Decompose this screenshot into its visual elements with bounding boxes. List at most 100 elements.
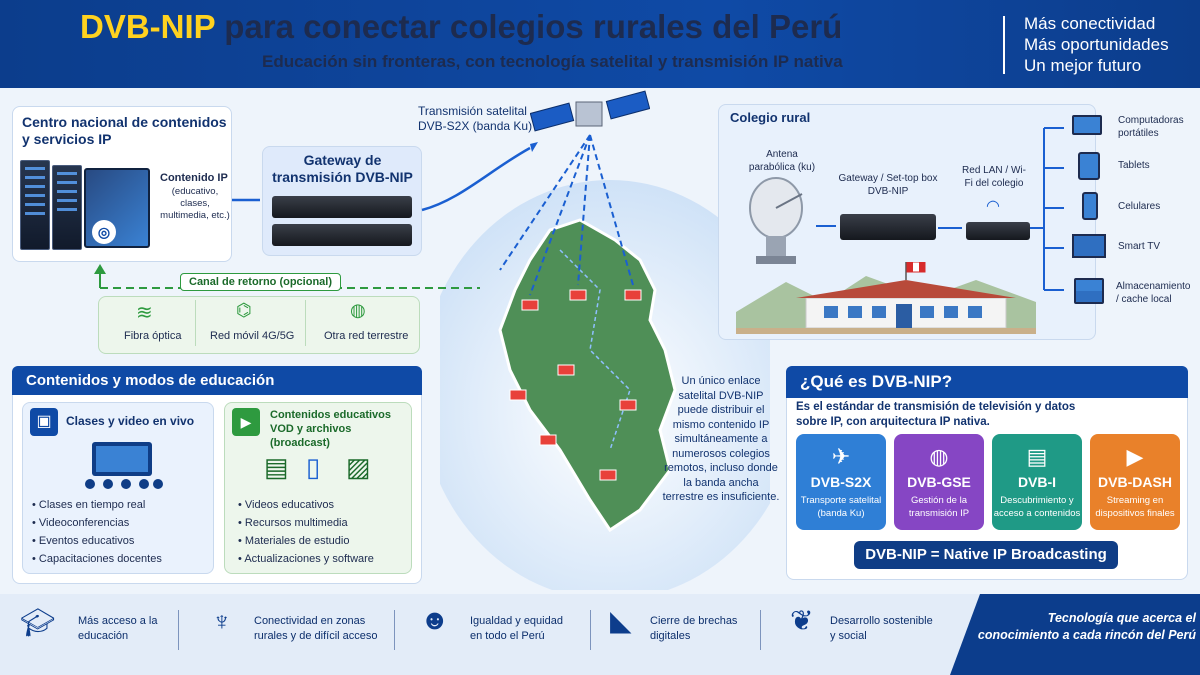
document-icon: ▯ [306, 452, 321, 482]
list-item: Eventos educativos [32, 532, 162, 550]
content-center-title: Centro nacional de contenidos y servicio… [22, 114, 227, 147]
content-ip-label: Contenido IP [160, 172, 228, 184]
dvb-card-name: DVB-DASH [1098, 474, 1172, 490]
antenna-tower-icon: ♆ [212, 606, 232, 636]
lan-arrows [816, 127, 1064, 291]
server-icon: ▤ [1026, 444, 1048, 469]
tablet-icon [1078, 152, 1100, 180]
smart-tv-icon [1072, 234, 1106, 258]
dvb-card-desc: Descubrimiento y acceso a contenidos [993, 495, 1081, 519]
return-channel-title: Canal de retorno (opcional) [180, 273, 342, 291]
footer-item-education: Más acceso a la educación [78, 615, 158, 642]
wifi-icon: ◠ [986, 198, 1000, 215]
play-icon: ▶ [232, 408, 260, 436]
dvb-card-dvb-i: ▤ DVB-I Descubrimiento y acceso a conten… [992, 434, 1082, 530]
what-is-desc: Es el estándar de transmisión de televis… [796, 401, 1076, 428]
map-graphic [440, 134, 770, 590]
live-list: Clases en tiempo real Videoconferencias … [32, 496, 162, 568]
laptop-icon [1072, 115, 1102, 135]
what-is-header: ¿Qué es DVB-NIP? [786, 366, 1188, 398]
content-ip-desc: (educativo, clases, multimedia, etc.) [160, 186, 230, 221]
tagline-2: Más oportunidades [1024, 35, 1169, 54]
header-banner [0, 0, 1200, 88]
footer-item-sustainable: Desarrollo sostenible y social [830, 615, 933, 642]
gateway-device-icon [272, 224, 412, 246]
cell-tower-icon: ⌬ [236, 300, 252, 320]
vod-title: Contenidos educativos VOD y archivos (br… [270, 409, 392, 449]
network-globe-icon: ◍ [350, 300, 366, 320]
satellite-dish-icon [749, 177, 803, 264]
footer-banner-text: Tecnología que acerca el conocimiento a … [977, 611, 1196, 642]
map-note: Un único enlace satelital DVB-NIP puede … [662, 375, 780, 503]
formula-banner: DVB-NIP = Native IP Broadcasting [854, 541, 1118, 569]
classroom-icon [85, 442, 163, 489]
live-title: Clases y video en vivo [66, 414, 195, 428]
router-icon [966, 222, 1030, 240]
list-item: Videoconferencias [32, 514, 162, 532]
antenna-label: Antena parabólica (ku) [748, 149, 816, 173]
return-option-terrestrial: Otra red terrestre [324, 330, 409, 342]
dvb-card-name: DVB-GSE [907, 474, 971, 490]
list-item: Clases en tiempo real [32, 496, 162, 514]
globe-icon: ◍ [929, 444, 949, 469]
footer-item-connectivity: Conectividad en zonas rurales y de difíc… [254, 615, 378, 642]
people-icon: ☻ [420, 604, 450, 635]
peru-map-icon: ◣ [610, 605, 632, 636]
device-laptops: Computadoras portátiles [1118, 115, 1184, 139]
education-header: Contenidos y modos de educación [12, 366, 422, 395]
list-item: Capacitaciones docentes [32, 550, 162, 568]
header-divider [1003, 16, 1005, 74]
fiber-icon: ≋ [136, 302, 153, 324]
device-tablets: Tablets [1118, 160, 1150, 171]
globe-icon: ◎ [92, 220, 116, 244]
graduation-cap-icon: 🎓︎ [20, 607, 56, 638]
tagline-1: Más conectividad [1024, 14, 1156, 33]
vod-list: Videos educativos Recursos multimedia Ma… [238, 496, 374, 568]
play-icon: ▶ [1126, 444, 1144, 469]
list-item: Actualizaciones y software [238, 550, 374, 568]
page-subtitle: Educación sin fronteras, con tecnología … [262, 52, 843, 71]
server-rack-icon [52, 165, 82, 250]
dvb-card-dvb-dash: ▶ DVB-DASH Streaming en dispositivos fin… [1090, 434, 1180, 530]
gateway-title: Gateway de transmisión DVB-NIP [272, 152, 413, 185]
footer-item-equality: Igualdad y equidad en todo el Perú [470, 615, 563, 642]
phone-icon [1082, 192, 1098, 220]
gateway-device-icon [272, 196, 412, 218]
return-options-panel [98, 296, 420, 354]
image-icon: ▨ [346, 452, 371, 482]
school-building-image [736, 262, 1036, 334]
leaf-icon: ❦ [790, 605, 814, 636]
dvb-card-dvb-gse: ◍ DVB-GSE Gestión de la transmisión IP [894, 434, 984, 530]
server-rack-icon [20, 160, 50, 250]
return-option-mobile: Red móvil 4G/5G [210, 330, 295, 342]
device-smart-tv: Smart TV [1118, 241, 1161, 252]
satellite-beams [499, 134, 634, 296]
set-top-box-icon [840, 214, 936, 240]
dvb-card-name: DVB-I [1017, 474, 1057, 490]
footer-item-digital-gap: Cierre de brechas digitales [650, 615, 738, 642]
device-storage: Almacenamiento / cache local [1116, 281, 1191, 305]
satellite-label: Transmisión satelital DVB-S2X (banda Ku) [418, 104, 533, 133]
list-item: Recursos multimedia [238, 514, 374, 532]
school-title: Colegio rural [730, 110, 811, 125]
dvb-card-desc: Streaming en dispositivos finales [1095, 495, 1175, 519]
tagline-3: Un mejor futuro [1024, 56, 1142, 75]
school-markers [509, 289, 642, 481]
return-option-fiber: Fibra óptica [124, 330, 182, 342]
page-title: DVB-NIP para conectar colegios rurales d… [80, 8, 843, 45]
storage-icon [1074, 278, 1104, 304]
dvb-card-dvb-s2x: ✈ DVB-S2X Transporte satelital (banda Ku… [796, 434, 886, 530]
uplink-arrows [232, 142, 538, 212]
dvb-card-name: DVB-S2X [810, 474, 872, 490]
dvb-card-desc: Transporte satelital (banda Ku) [800, 495, 882, 519]
film-icon: ▤ [264, 452, 289, 482]
teacher-icon: ▣ [30, 408, 58, 436]
satellite-icon [530, 90, 650, 132]
lan-label: Red LAN / Wi-Fi del colegio [962, 165, 1026, 189]
list-item: Videos educativos [238, 496, 374, 514]
footer-banner [950, 594, 1200, 675]
list-item: Materiales de estudio [238, 532, 374, 550]
satellite-icon: ✈ [831, 444, 851, 469]
device-phones: Celulares [1118, 201, 1161, 212]
dvb-card-desc: Gestión de la transmisión IP [908, 495, 970, 519]
